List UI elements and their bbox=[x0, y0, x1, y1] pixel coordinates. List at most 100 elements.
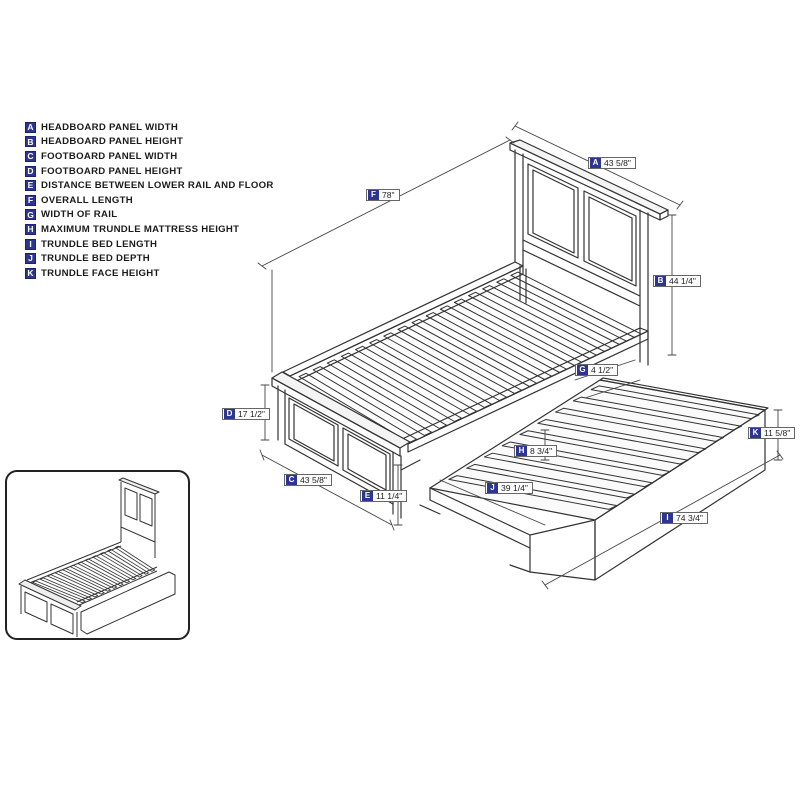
legend-key-badge: D bbox=[25, 165, 36, 177]
legend-item: K TRUNDLE FACE HEIGHT bbox=[25, 266, 325, 281]
legend-label: WIDTH OF RAIL bbox=[41, 209, 118, 221]
legend-item: D FOOTBOARD PANEL HEIGHT bbox=[25, 164, 325, 179]
legend-label: MAXIMUM TRUNDLE MATTRESS HEIGHT bbox=[41, 223, 240, 235]
slat bbox=[298, 372, 417, 443]
dimension-legend: A HEADBOARD PANEL WIDTH B HEADBOARD PANEL … bbox=[25, 120, 325, 281]
slat bbox=[92, 555, 137, 581]
callout-value: 74 3/4" bbox=[676, 513, 703, 523]
legend-item: B HEADBOARD PANEL HEIGHT bbox=[25, 135, 325, 150]
legend-label: HEADBOARD PANEL WIDTH bbox=[41, 121, 179, 133]
legend-label: DISTANCE BETWEEN LOWER RAIL AND FLOOR bbox=[41, 180, 274, 192]
callout-value: 43 5/8" bbox=[300, 475, 327, 485]
legend-label: FOOTBOARD PANEL HEIGHT bbox=[41, 165, 183, 177]
callout-key: K bbox=[750, 428, 761, 438]
callout-key: J bbox=[487, 483, 498, 493]
inset-bed-drawing bbox=[18, 477, 176, 637]
slat bbox=[355, 345, 477, 415]
callout-value: 39 1/4" bbox=[501, 483, 528, 493]
slat bbox=[383, 332, 507, 401]
legend-key-badge: F bbox=[25, 194, 36, 206]
slat bbox=[590, 385, 760, 420]
legend-key-badge: E bbox=[25, 180, 36, 192]
legend-key-badge: B bbox=[25, 136, 36, 148]
slat bbox=[425, 312, 552, 380]
legend-label: HEADBOARD PANEL HEIGHT bbox=[41, 136, 184, 148]
slat bbox=[466, 463, 636, 499]
slat bbox=[54, 571, 105, 595]
slat bbox=[572, 396, 742, 431]
callout-key: I bbox=[662, 513, 673, 523]
slat bbox=[448, 475, 618, 510]
slat bbox=[114, 545, 156, 572]
slat bbox=[510, 271, 642, 338]
legend-label: TRUNDLE FACE HEIGHT bbox=[41, 267, 160, 279]
legend-label: TRUNDLE BED DEPTH bbox=[41, 253, 151, 265]
legend-item: G WIDTH OF RAIL bbox=[25, 208, 325, 223]
slat bbox=[369, 339, 492, 408]
slat bbox=[453, 298, 582, 366]
headboard bbox=[509, 139, 669, 366]
callout-value: 78" bbox=[382, 190, 395, 200]
callout-key: A bbox=[590, 158, 601, 168]
slat bbox=[47, 574, 99, 598]
slat bbox=[69, 564, 118, 589]
slat bbox=[77, 561, 124, 586]
slat bbox=[326, 359, 447, 429]
callout-value: 17 1/2" bbox=[238, 409, 265, 419]
slat bbox=[519, 430, 689, 465]
legend-key-badge: H bbox=[25, 223, 36, 235]
legend-item: H MAXIMUM TRUNDLE MATTRESS HEIGHT bbox=[25, 222, 325, 237]
legend-key-badge: C bbox=[25, 150, 36, 162]
slat bbox=[107, 548, 149, 575]
legend-key-badge: G bbox=[25, 209, 36, 221]
legend-key-badge: A bbox=[25, 121, 36, 133]
slat bbox=[482, 285, 612, 352]
legend-label: OVERALL LENGTH bbox=[41, 194, 133, 206]
callout-key: D bbox=[224, 409, 235, 419]
callout-key: H bbox=[516, 446, 527, 456]
slat bbox=[84, 558, 130, 584]
callout-value: 11 5/8" bbox=[764, 428, 791, 438]
callout-value: 44 1/4" bbox=[669, 276, 696, 286]
slat bbox=[496, 278, 627, 345]
legend-item: F OVERALL LENGTH bbox=[25, 193, 325, 208]
callout-key: G bbox=[577, 365, 588, 375]
slat bbox=[62, 567, 111, 592]
legend-item: I TRUNDLE BED LENGTH bbox=[25, 237, 325, 252]
slat bbox=[555, 407, 725, 442]
legend-key-badge: K bbox=[25, 267, 36, 279]
legend-label: TRUNDLE BED LENGTH bbox=[41, 238, 158, 250]
slat bbox=[537, 419, 707, 454]
callout-key: C bbox=[286, 475, 297, 485]
slat bbox=[397, 325, 522, 394]
slat bbox=[99, 552, 143, 578]
legend-item: A HEADBOARD PANEL WIDTH bbox=[25, 120, 325, 135]
legend-label: FOOTBOARD PANEL WIDTH bbox=[41, 150, 178, 162]
callout-key: E bbox=[362, 491, 373, 501]
legend-key-badge: I bbox=[25, 238, 36, 250]
slat bbox=[501, 441, 671, 476]
callout-key: B bbox=[655, 276, 666, 286]
slat bbox=[411, 318, 537, 387]
slat bbox=[39, 577, 92, 601]
slat bbox=[483, 452, 653, 488]
legend-item: E DISTANCE BETWEEN LOWER RAIL AND FLOOR bbox=[25, 178, 325, 193]
bed-frame bbox=[282, 261, 649, 453]
callout-key: F bbox=[368, 190, 379, 200]
slat bbox=[468, 291, 597, 359]
slat bbox=[439, 305, 567, 373]
callout-value: 8 3/4" bbox=[530, 446, 553, 456]
callout-value: 4 1/2" bbox=[591, 365, 614, 375]
